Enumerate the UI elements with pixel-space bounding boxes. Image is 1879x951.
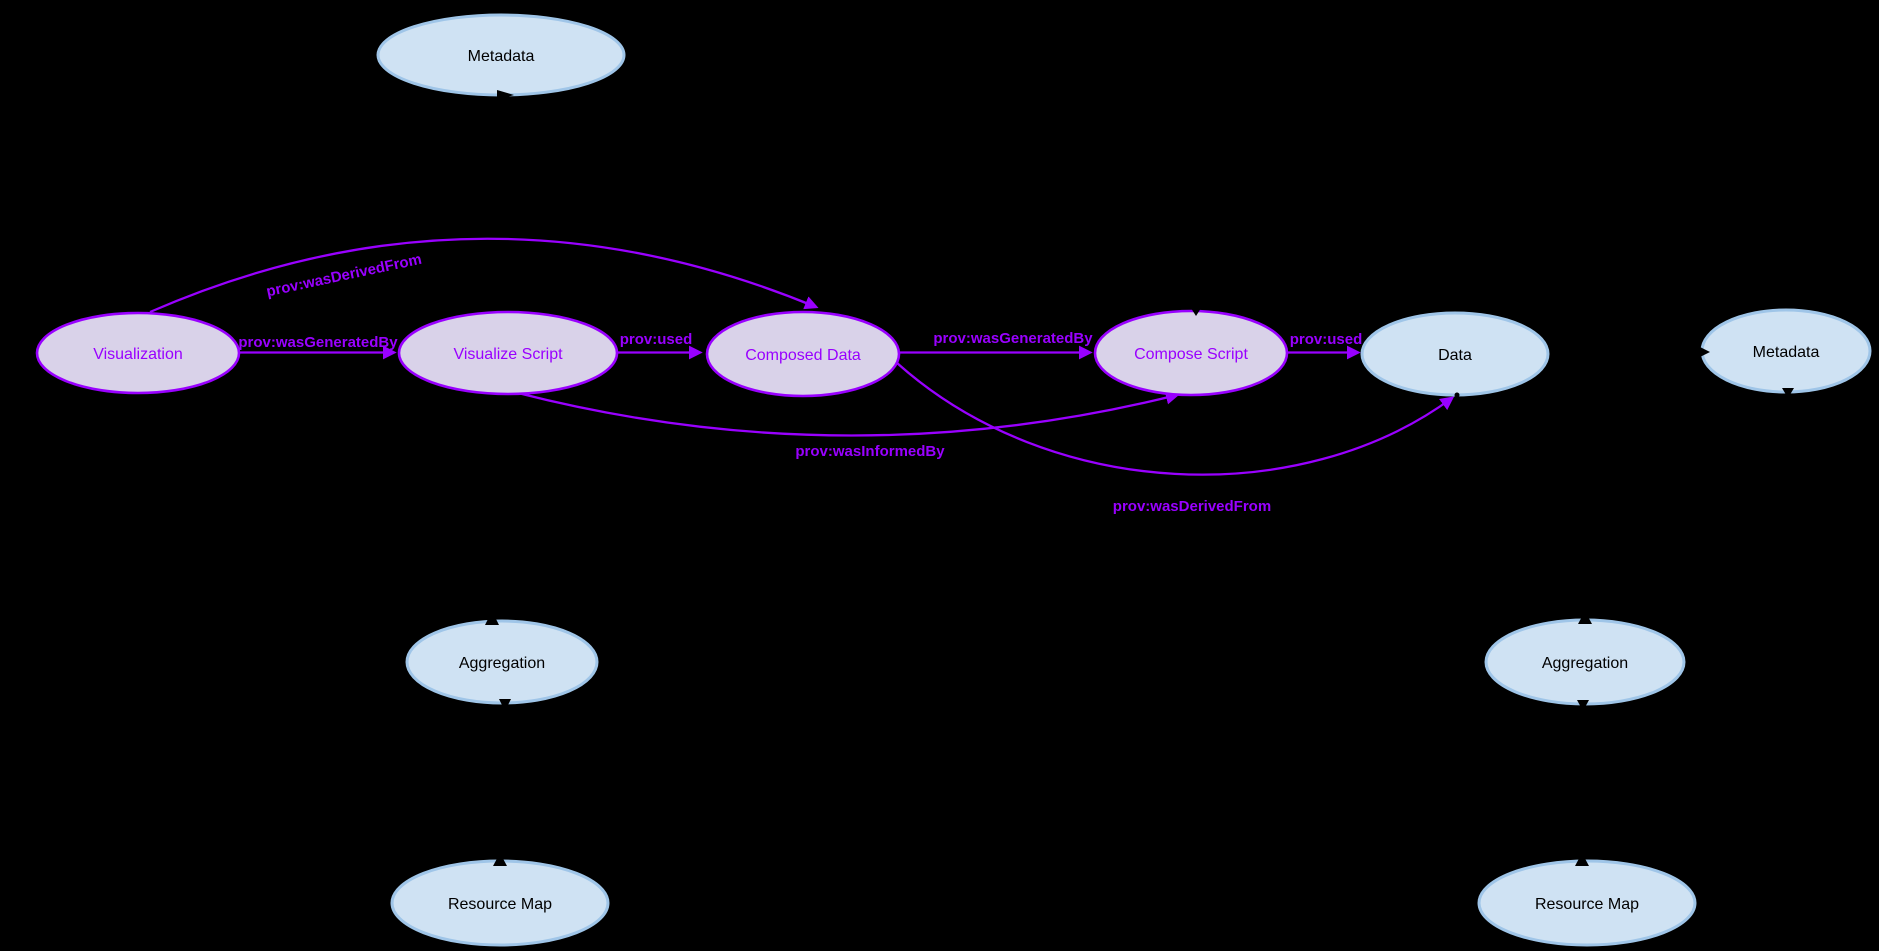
resource-map-right-ellipse [1477,859,1697,947]
node-aggregation-left: Aggregation [405,619,599,705]
node-composed-data: Composed Data [705,310,901,398]
edge-label-was-informed-by: prov:wasInformedBy [795,443,945,460]
visualization-label: Visualization [93,346,183,363]
metadata-top-label: Metadata [468,48,535,65]
node-resource-map-right: Resource Map [1477,859,1697,947]
resource-map-right-label: Resource Map [1535,896,1639,913]
edge-label-was-derived-from-bottom: prov:wasDerivedFrom [1113,498,1271,515]
composed-data-ellipse [705,310,901,398]
node-compose-script: Compose Script [1093,309,1289,397]
edge-label-used-2: prov:used [1290,331,1363,348]
aggregation-right-label: Aggregation [1542,655,1628,672]
visualize-script-label: Visualize Script [453,346,563,363]
metadata-right-label: Metadata [1753,344,1820,361]
edge-was-derived-from-bottom [896,362,1455,476]
node-visualization: Visualization [35,311,241,395]
resource-map-left-label: Resource Map [448,896,552,913]
edge-was-derived-from-top [149,237,819,314]
visualization-ellipse [35,311,241,395]
node-aggregation-right: Aggregation [1484,618,1686,706]
composed-data-label: Composed Data [745,347,861,364]
aggregation-left-label: Aggregation [459,655,545,672]
compose-script-label: Compose Script [1134,346,1248,363]
compose-script-ellipse [1093,309,1289,397]
node-metadata-top: Metadata [376,13,626,97]
edge-label-was-generated-by-1: prov:wasGeneratedBy [238,334,398,351]
edge-was-informed-by [517,390,1180,437]
visualize-script-ellipse [397,310,619,396]
node-metadata-right: Metadata [1700,308,1872,394]
data-label: Data [1438,347,1472,364]
node-visualize-script: Visualize Script [397,310,619,396]
node-data: Data [1360,311,1550,397]
edge-label-was-generated-by-2: prov:wasGeneratedBy [933,330,1093,347]
edge-label-used-1: prov:used [620,331,693,348]
node-resource-map-left: Resource Map [390,859,610,947]
hidden-edge-arrowhead-notches [408,90,1794,866]
